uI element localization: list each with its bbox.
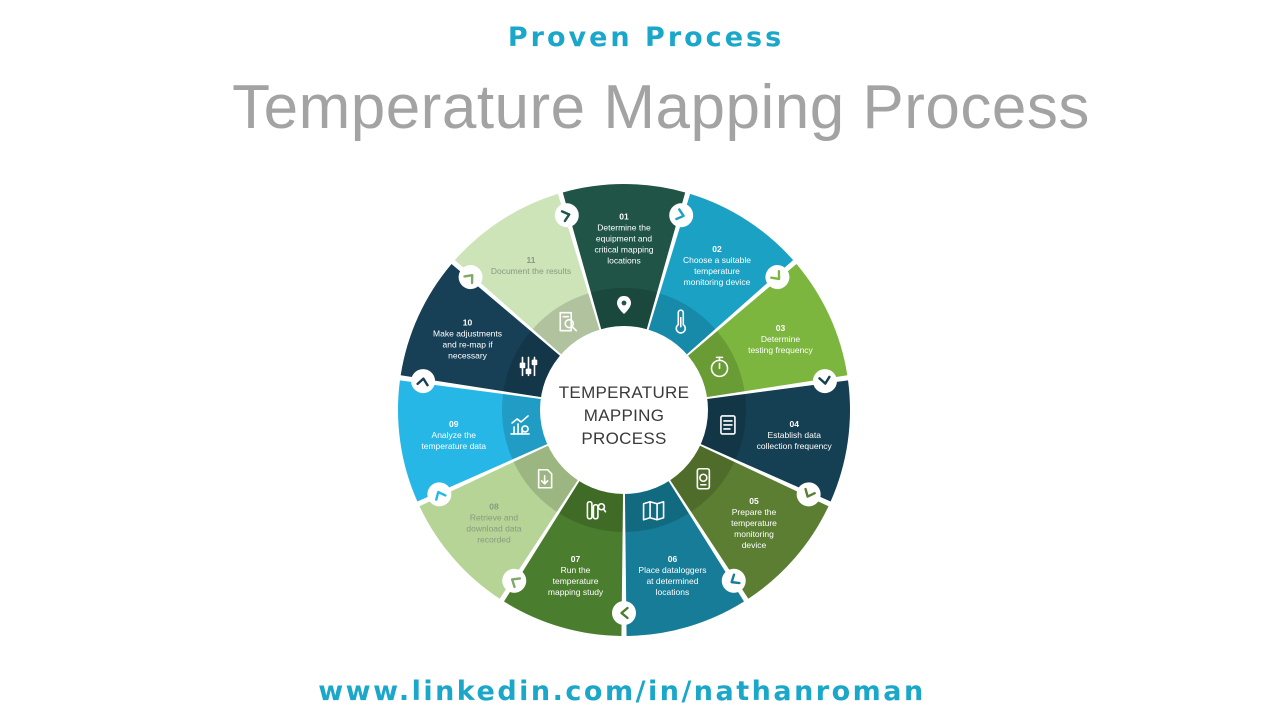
segment-inner-band (669, 444, 735, 512)
segment-outer (398, 380, 550, 502)
analytics-icon (510, 415, 530, 435)
chevron-connector-icon (796, 482, 821, 507)
step-text-line: Analyze the (432, 430, 477, 440)
step-number: 02 (712, 244, 722, 254)
page-title: Temperature Mapping Process (232, 73, 1090, 142)
center-circle (540, 326, 708, 494)
step-text-line: mapping study (548, 587, 604, 597)
download-document-icon (537, 468, 553, 489)
chevron-connector-icon (669, 203, 694, 228)
step-text-line: monitoring (734, 529, 774, 539)
segment-inner-band (532, 293, 601, 356)
step-text-line: Document the results (491, 266, 571, 276)
segment-outer (698, 380, 850, 502)
step-number: 07 (571, 554, 581, 564)
map-icon (642, 500, 665, 521)
step-number: 08 (489, 501, 499, 511)
step-text-line: recorded (477, 534, 511, 544)
step-text-line: temperature (553, 576, 599, 586)
step-number: 11 (527, 255, 536, 265)
magnify-document-icon (559, 311, 578, 332)
step-text-line: Run the (561, 565, 591, 575)
center-line-3: PROCESS (581, 429, 666, 448)
segment-outer (562, 184, 686, 332)
segment-outer (647, 193, 794, 356)
chevron-connector-icon (612, 601, 636, 625)
sliders-icon (519, 356, 538, 377)
step-text-line: Determine the (597, 222, 651, 232)
segment-inner-band (647, 293, 716, 356)
center-hub: TEMPERATURE MAPPING PROCESS (540, 326, 708, 494)
step-text-line: necessary (448, 350, 487, 360)
chevron-connector-icon (765, 265, 790, 290)
subtitle: Proven Process (507, 22, 785, 53)
footer-url[interactable]: www.linkedin.com/in/nathanroman (318, 676, 926, 707)
chevron-connector-icon (812, 369, 837, 394)
chevron-connector-icon (554, 203, 579, 228)
chevron-connector-icon (721, 568, 746, 593)
chevron-connector-icon (458, 265, 483, 290)
step-text-line: and re-map if (442, 339, 493, 349)
step-text-line: temperature (731, 518, 777, 528)
step-text-line: Make adjustments (433, 328, 502, 338)
step-number: 04 (790, 419, 800, 429)
step-text-line: locations (607, 255, 641, 265)
step-text-line: testing frequency (748, 345, 813, 355)
step-number: 01 (619, 211, 629, 221)
step-number: 05 (749, 496, 759, 506)
chevron-connector-icon (502, 568, 527, 593)
step-text-line: Prepare the (732, 507, 777, 517)
chevron-connector-icon (427, 482, 452, 507)
step-text-line: temperature (694, 266, 740, 276)
step-text-line: Place dataloggers (638, 565, 706, 575)
chevron-connector-icon (411, 369, 436, 394)
step-number: 10 (463, 317, 473, 327)
step-number: 03 (776, 323, 786, 333)
step-text-line: device (742, 540, 767, 550)
center-line-1: TEMPERATURE (559, 383, 690, 402)
segment-inner-band (513, 444, 579, 512)
stopwatch-icon (710, 356, 729, 378)
step-text-line: Determine (761, 334, 800, 344)
segment-outer (454, 193, 601, 356)
step-text-line: at determined (646, 576, 698, 586)
step-text-line: collection frequency (757, 441, 833, 451)
step-text-line: Choose a suitable (683, 255, 751, 265)
step-text-line: critical mapping (594, 244, 653, 254)
step-text-line: temperature data (421, 441, 486, 451)
test-tubes-icon (586, 500, 607, 520)
step-number: 06 (668, 554, 678, 564)
segment-inner-band (698, 394, 746, 460)
center-line-2: MAPPING (584, 406, 665, 425)
step-text-line: equipment and (596, 233, 653, 243)
step-text-line: monitoring device (684, 277, 751, 287)
step-text-line: Retrieve and (470, 512, 518, 522)
data-log-icon (720, 415, 736, 435)
thermometer-icon (675, 309, 686, 334)
step-text-line: Establish data (768, 430, 822, 440)
step-number: 09 (449, 419, 459, 429)
device-icon (696, 467, 711, 490)
map-pin-icon (617, 296, 631, 314)
step-text-line: locations (656, 587, 690, 597)
step-text-line: download data (466, 523, 522, 533)
